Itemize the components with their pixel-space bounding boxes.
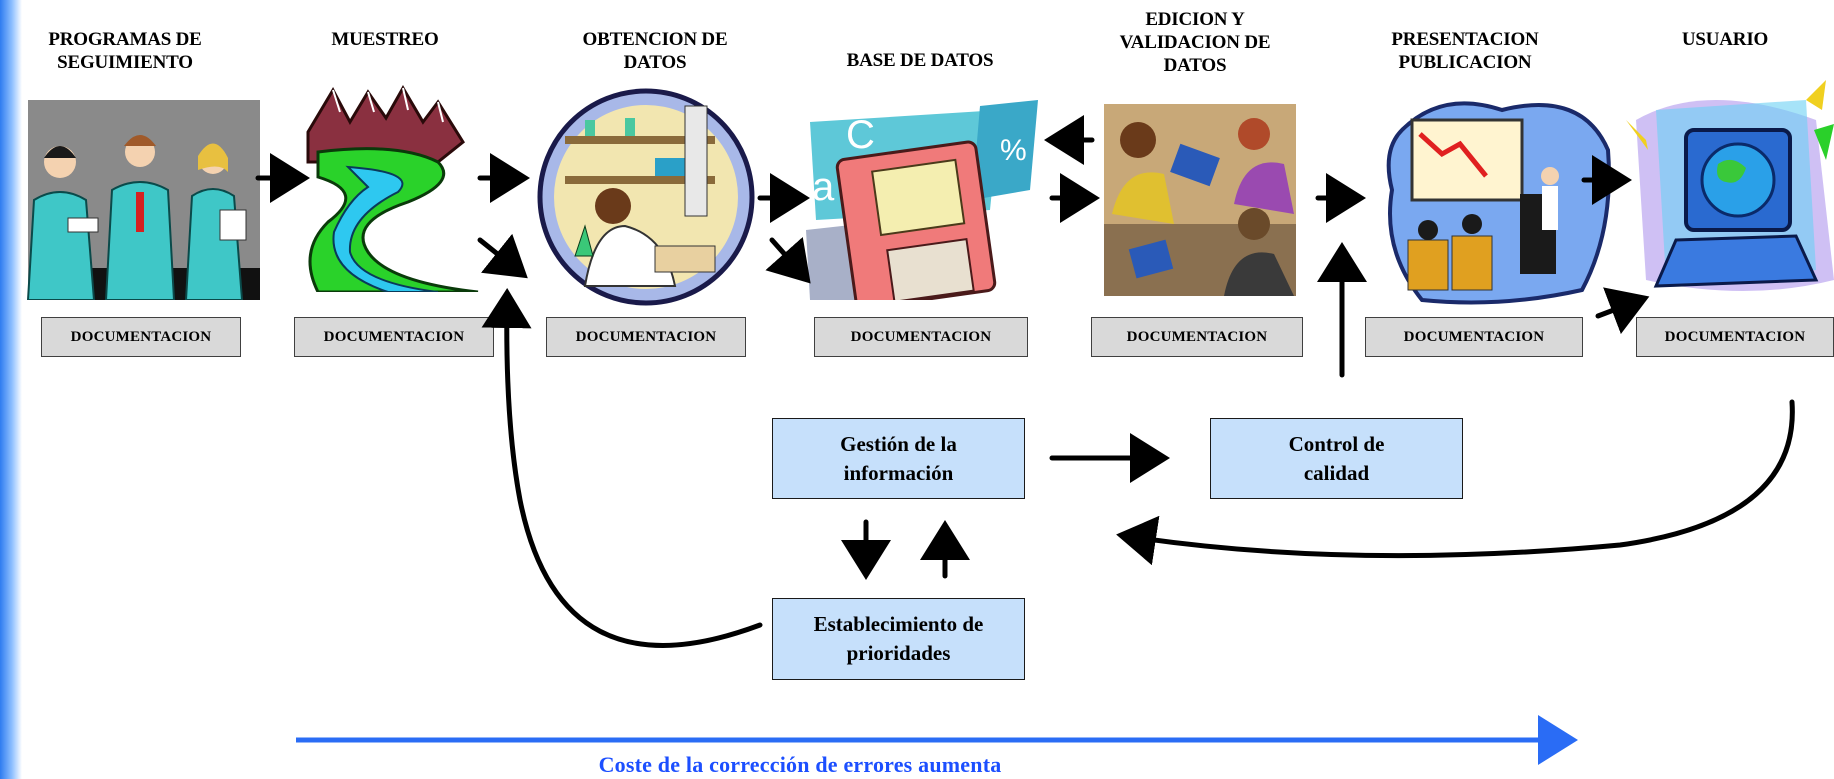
river-mountains-illustration [306,85,479,292]
stage-title-muestreo: MUESTREO [331,29,439,50]
left-edge-gradient [0,0,22,779]
svg-text:a: a [812,165,835,209]
stage-title-programas: PROGRAMAS DE SEGUIMIENTO [48,29,202,73]
doc-box-usuario: DOCUMENTACION [1636,317,1834,357]
doc-box-muestreo: DOCUMENTACION [294,317,494,357]
doc-box-base-datos: DOCUMENTACION [814,317,1028,357]
floppy-disk-illustration: C a % [806,100,1038,300]
doc-box-presentacion: DOCUMENTACION [1365,317,1583,357]
svg-text:C: C [846,113,875,157]
stage-title-obtencion: OBTENCION DE DATOS [582,29,728,73]
team-meeting-illustration [1104,104,1296,296]
presentation-illustration [1386,101,1611,305]
stage-title-usuario: USUARIO [1681,29,1769,50]
gestion-informacion-box: Gestión de la información [772,418,1025,499]
arrow-usuario-feedback [1116,399,1795,566]
stage-title-edicion: EDICION Y VALIDACION DE DATOS [1119,9,1271,76]
stage-title-base-datos: BASE DE DATOS [846,50,994,71]
cost-caption: Coste de la corrección de errores aument… [598,752,1002,777]
doc-box-obtencion: DOCUMENTACION [546,317,746,357]
arrow-obtencion-base-diag [765,236,811,284]
stage-title-presentacion: PRESENTACION PUBLICACION [1391,29,1539,73]
arrow-presentacion-usuario-diag [1595,287,1650,335]
laboratory-illustration [537,88,755,306]
control-calidad-box: Control de calidad [1210,418,1463,499]
doc-box-edicion: DOCUMENTACION [1091,317,1303,357]
arrow-muestreo-obtencion-diag [477,233,528,279]
svg-text:%: % [1000,134,1027,167]
computer-globe-illustration [1626,80,1834,291]
doc-box-programas: DOCUMENTACION [41,317,241,357]
arrow-prioridades-muestreo [481,288,763,648]
establecimiento-prioridades-box: Establecimiento de prioridades [772,598,1025,680]
scientists-illustration [26,100,260,300]
